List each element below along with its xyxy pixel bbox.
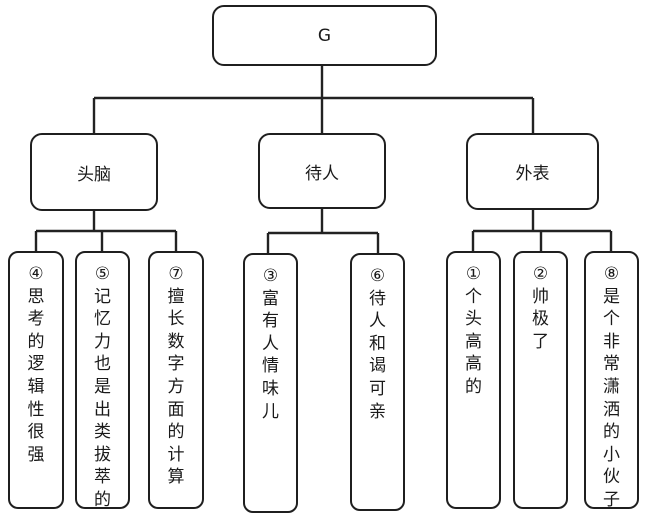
branch-label: 外表 — [515, 164, 550, 184]
leaf-label: ⑤记忆力也是出类拔萃的 — [94, 264, 111, 510]
leaf-node: ⑤记忆力也是出类拔萃的 — [75, 251, 130, 510]
branch-label: 头脑 — [77, 164, 111, 185]
leaf-node: ⑦擅长数字方面的计算 — [148, 251, 204, 509]
branch-node-head: 头脑 — [30, 133, 158, 211]
leaf-node: ④思考的逻辑性很强 — [8, 251, 64, 509]
leaf-node: ①个头高高的 — [446, 251, 501, 509]
leaf-label: ⑦擅长数字方面的计算 — [167, 264, 185, 488]
leaf-label: ⑧是个非常潇洒的小伙子 — [603, 264, 620, 510]
branch-node-manners: 待人 — [258, 133, 386, 209]
leaf-label: ③富有人情味儿 — [262, 266, 279, 422]
leaf-label: ⑥待人和谒可亲 — [369, 266, 386, 422]
leaf-node: ③富有人情味儿 — [243, 253, 298, 513]
root-node: G — [212, 5, 437, 66]
branch-label: 待人 — [305, 163, 339, 184]
leaf-label: ④思考的逻辑性很强 — [27, 264, 45, 465]
root-label: G — [317, 25, 332, 46]
branch-node-appearance: 外表 — [466, 133, 599, 210]
leaf-label: ②帅极了 — [532, 264, 549, 352]
leaf-node: ②帅极了 — [513, 251, 568, 509]
leaf-node: ⑥待人和谒可亲 — [350, 253, 405, 511]
leaf-label: ①个头高高的 — [465, 264, 482, 397]
leaf-node: ⑧是个非常潇洒的小伙子 — [584, 251, 639, 510]
